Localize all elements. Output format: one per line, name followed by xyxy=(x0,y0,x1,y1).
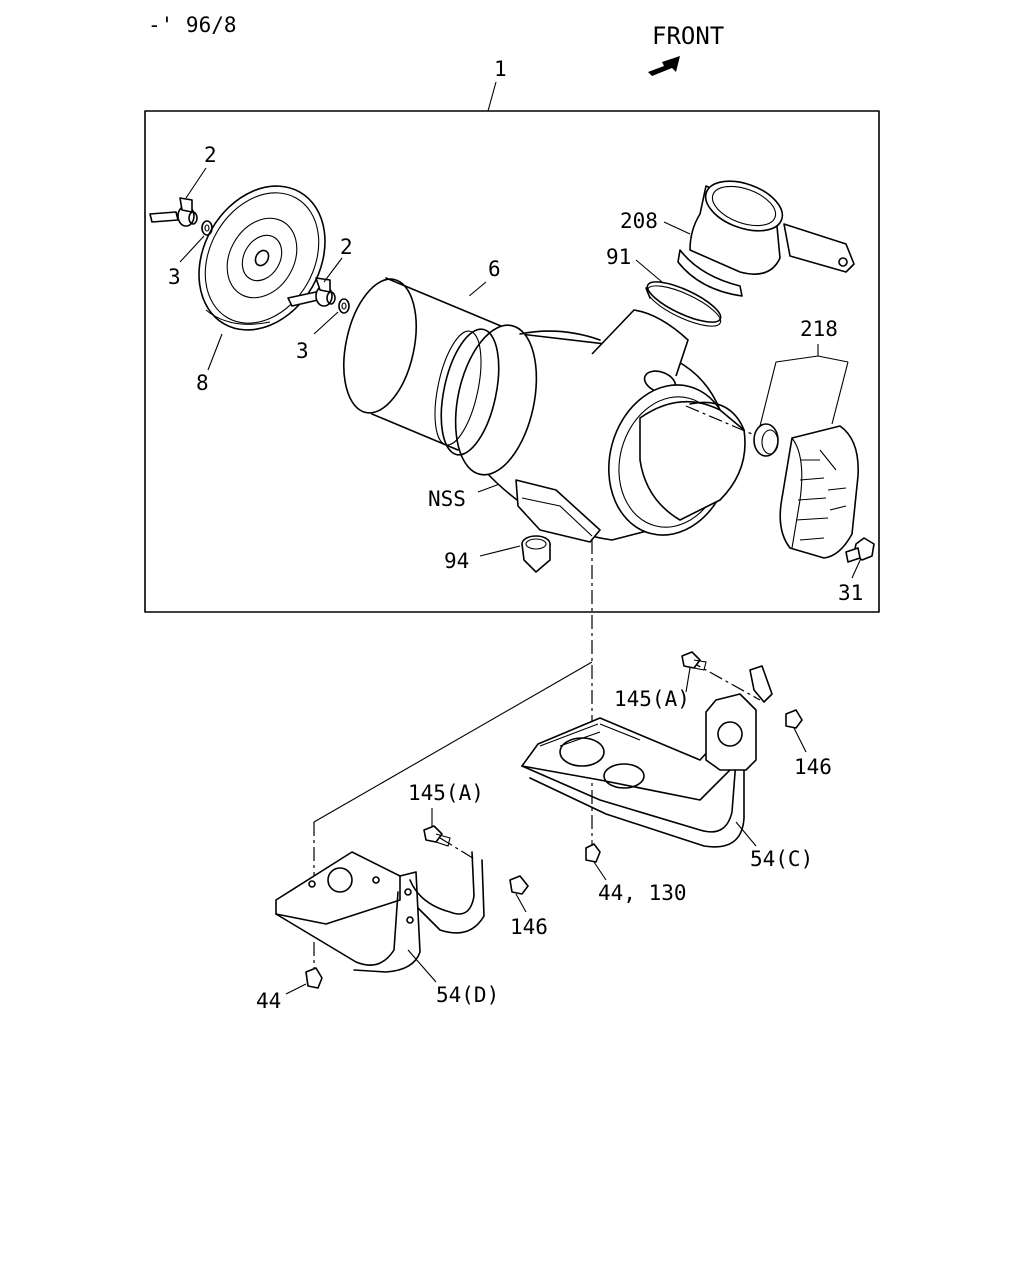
callout-bolt-145a-upper: 145(A) xyxy=(614,687,690,711)
callout-bolt-44-130: 44, 130 xyxy=(598,881,687,905)
callout-nut-146-lower: 146 xyxy=(510,915,548,939)
callout-clamp: 91 xyxy=(606,245,631,269)
callout-bolt-145a-lower: 145(A) xyxy=(408,781,484,805)
bolt-145a-upper-part xyxy=(681,651,707,671)
callout-bolt-44: 44 xyxy=(256,989,281,1013)
front-label: FRONT xyxy=(652,22,724,50)
screw-31-part xyxy=(845,537,875,563)
callout-bracket-54c: 54(C) xyxy=(750,847,813,871)
bracket-54c-part xyxy=(521,665,773,848)
nut-146-upper-part xyxy=(785,709,803,729)
clamp-part xyxy=(645,281,722,327)
callout-drain-valve: 94 xyxy=(444,549,469,573)
callout-wing-nut-lower: 2 xyxy=(340,235,353,259)
bracket-54d-part xyxy=(275,851,485,973)
housing-part xyxy=(434,309,746,543)
outlet-duct-part xyxy=(677,180,855,297)
callout-bracket-54d: 54(D) xyxy=(436,983,499,1007)
inlet-duct-part xyxy=(685,344,859,559)
callout-assembly: 1 xyxy=(494,57,507,81)
callout-not-serviced: NSS xyxy=(428,487,466,511)
wing-nut-upper xyxy=(149,197,213,236)
callout-outlet-duct: 208 xyxy=(620,209,658,233)
nut-146-lower-part xyxy=(509,875,529,895)
bolt-145a-lower-part xyxy=(423,825,451,847)
callout-screw-31: 31 xyxy=(838,581,863,605)
callout-cover: 8 xyxy=(196,371,209,395)
callout-inlet-duct: 218 xyxy=(800,317,838,341)
callout-wing-nut-upper: 2 xyxy=(204,143,217,167)
range-code-label: -' 96/8 xyxy=(148,13,237,37)
front-arrow-icon xyxy=(648,56,680,76)
bolt-44-130-part xyxy=(585,840,601,863)
callout-element: 6 xyxy=(488,257,501,281)
callout-washer-lower: 3 xyxy=(296,339,309,363)
drain-valve-part xyxy=(521,535,551,573)
callout-nut-146-upper: 146 xyxy=(794,755,832,779)
element-part xyxy=(343,272,521,451)
assembly-frame xyxy=(144,81,880,613)
bolt-44-part xyxy=(305,942,323,989)
wing-nut-lower xyxy=(287,277,350,314)
callout-washer-upper: 3 xyxy=(168,265,181,289)
